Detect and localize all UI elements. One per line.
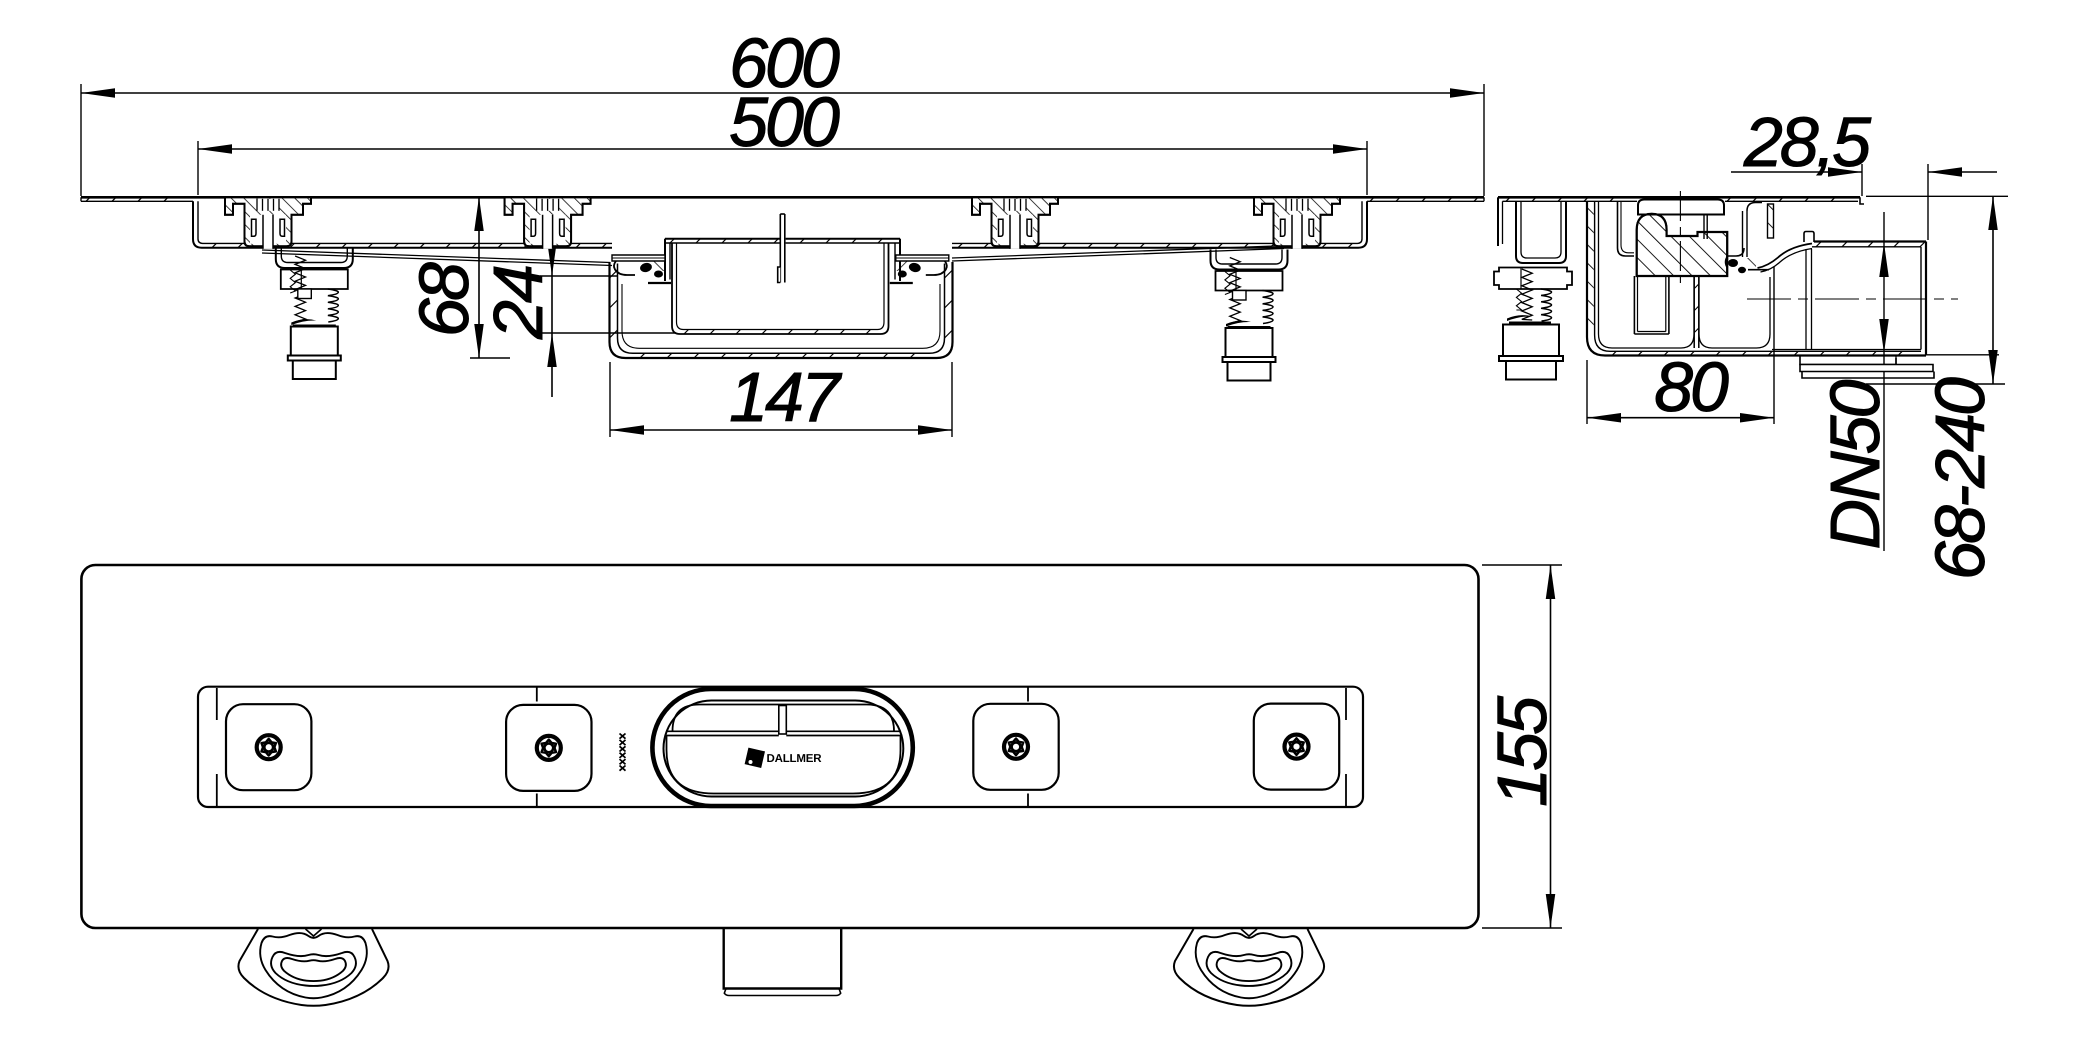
svg-text:24: 24 xyxy=(479,266,557,340)
svg-text:DALLMER: DALLMER xyxy=(767,753,823,765)
svg-text:80: 80 xyxy=(1654,348,1729,426)
svg-text:147: 147 xyxy=(729,358,843,436)
svg-text:DN50: DN50 xyxy=(1816,379,1894,549)
svg-text:68-240: 68-240 xyxy=(1921,377,1999,580)
svg-text:500: 500 xyxy=(729,83,840,161)
svg-text:155: 155 xyxy=(1483,695,1561,807)
svg-text:28,5: 28,5 xyxy=(1743,103,1872,181)
svg-text:68: 68 xyxy=(405,262,483,337)
svg-text:600: 600 xyxy=(729,24,840,102)
